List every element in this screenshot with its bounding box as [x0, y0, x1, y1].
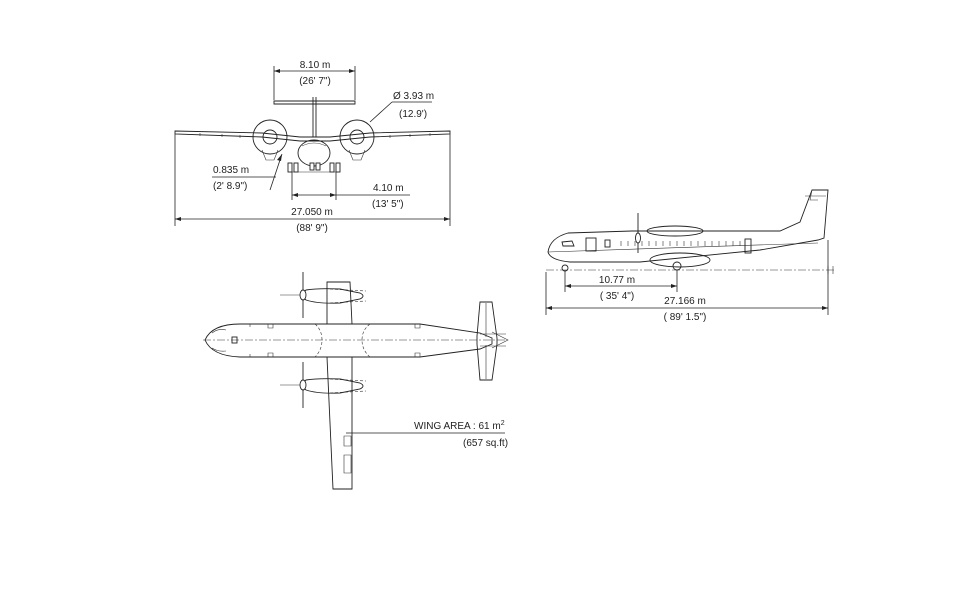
tailplane-span-label: 8.10 m: [300, 60, 331, 71]
tailplane-span-imperial-label: (26' 7"): [299, 76, 331, 87]
wing-span-label: 27.050 m: [291, 207, 333, 218]
side-view: 10.77 m ( 35' 4") 27.166 m ( 89' 1.5"): [545, 189, 836, 323]
prop-clearance-imperial-label: (2' 8.9"): [213, 181, 247, 192]
top-view: WING AREA : 61 m2 (657 sq.ft): [203, 272, 509, 490]
prop-clearance-label: 0.835 m: [213, 165, 249, 176]
wing-area-superscript: 2: [501, 420, 505, 427]
wheelbase-label: 10.77 m: [599, 275, 635, 286]
wing-area-text: WING AREA : 61 m: [414, 421, 501, 432]
front-view: 8.10 m (26' 7") Ø 3.93 m (12.9') 0.835 m…: [174, 60, 451, 234]
propeller-diameter-label: Ø 3.93 m: [393, 91, 434, 102]
wing-area-imperial-label: (657 sq.ft): [463, 438, 508, 449]
overall-length-imperial-label: ( 89' 1.5"): [664, 312, 707, 323]
wing-area-label: WING AREA : 61 m2: [414, 420, 505, 432]
wheelbase-imperial-label: ( 35' 4"): [600, 291, 634, 302]
propeller-diameter-imperial-label: (12.9'): [399, 109, 427, 120]
wheel-track-imperial-label: (13' 5"): [372, 199, 404, 210]
wheel-track-label: 4.10 m: [373, 183, 404, 194]
wing-span-imperial-label: (88' 9"): [296, 223, 328, 234]
cabin-windows: [620, 241, 741, 246]
overall-length-label: 27.166 m: [664, 296, 706, 307]
